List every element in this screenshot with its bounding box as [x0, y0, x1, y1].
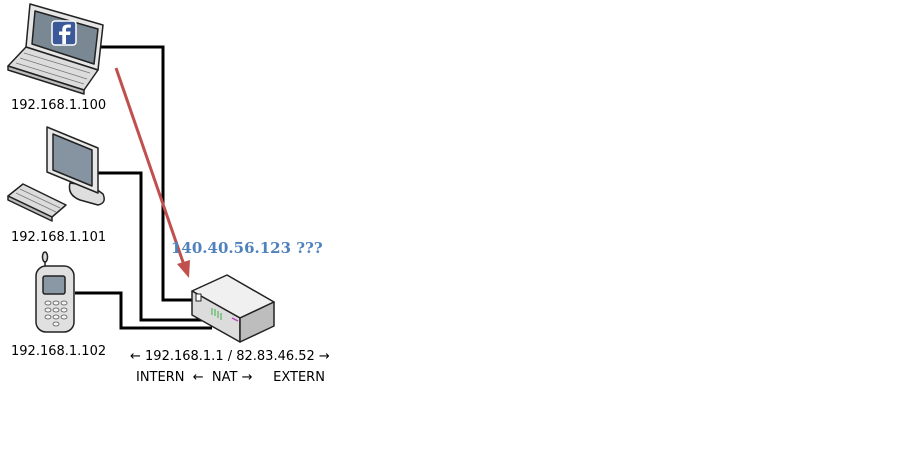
desktop-computer-icon	[7, 126, 105, 222]
desktop-ip-label: 192.168.1.101	[11, 230, 107, 245]
wire-desktop	[95, 171, 210, 322]
mobile-phone-icon	[35, 251, 75, 333]
wire-laptop	[95, 45, 205, 302]
phone-ip-label: 192.168.1.102	[11, 344, 107, 359]
router-address-label: ← 192.168.1.1 / 82.83.46.52 →	[130, 349, 330, 364]
laptop-icon	[7, 3, 104, 95]
facebook-icon	[51, 20, 77, 46]
laptop-ip-label: 192.168.1.100	[11, 98, 107, 113]
router-icon	[191, 274, 275, 343]
nat-direction-label: INTERN ← NAT → EXTERN	[136, 370, 325, 385]
traffic-arrow	[114, 67, 190, 278]
unknown-ip-label: 140.40.56.123 ???	[171, 239, 323, 257]
network-wires	[75, 45, 212, 330]
wire-phone	[75, 291, 212, 330]
